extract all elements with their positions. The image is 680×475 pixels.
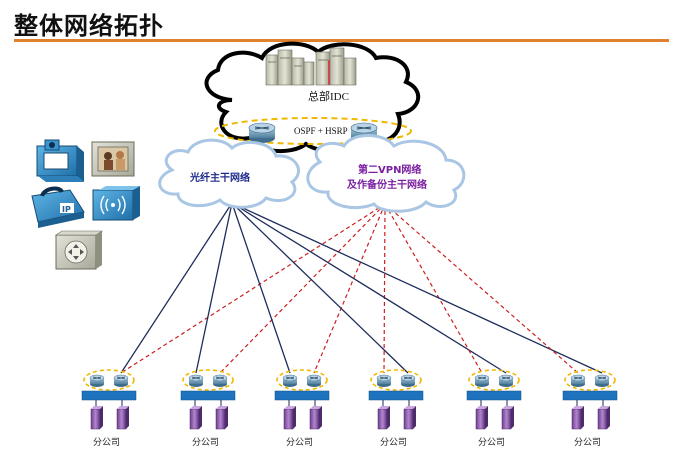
branch-server-right bbox=[403, 406, 416, 430]
branch-hsrp-ring bbox=[83, 369, 135, 391]
branch-router-left bbox=[89, 374, 105, 387]
vpn-backup-link bbox=[219, 203, 386, 374]
branch-office: 分公司 bbox=[562, 369, 618, 448]
voice-gateway-icon bbox=[55, 230, 103, 270]
branch-label: 分公司 bbox=[574, 437, 601, 448]
branch-offices: 分公司 分公司 分公司 分公司 分公司 分公司 bbox=[81, 369, 618, 448]
links-layer bbox=[120, 202, 603, 374]
wireless-access-point-icon bbox=[92, 186, 140, 221]
vpn-backup-link bbox=[120, 203, 386, 374]
branch-server-left bbox=[377, 406, 390, 430]
branch-office: 分公司 bbox=[81, 369, 137, 448]
svg-text:IP: IP bbox=[62, 205, 71, 214]
branch-router-left bbox=[474, 374, 490, 387]
branch-router-right bbox=[212, 374, 228, 387]
video-phone-icon bbox=[36, 139, 84, 182]
fiber-link bbox=[231, 202, 603, 374]
branch-router-right bbox=[400, 374, 416, 387]
branch-label: 分公司 bbox=[286, 437, 313, 448]
hsrp-redundancy-ring bbox=[214, 117, 412, 145]
branch-label: 分公司 bbox=[478, 437, 505, 448]
branch-router-right bbox=[594, 374, 610, 387]
branch-server-left bbox=[571, 406, 584, 430]
branch-switch bbox=[466, 390, 522, 401]
fiber-link bbox=[120, 202, 233, 374]
fiber-backbone-label: 光纤主干网络 bbox=[189, 171, 250, 184]
branch-switch bbox=[562, 390, 618, 401]
branch-switch bbox=[81, 390, 137, 401]
branch-router-left bbox=[188, 374, 204, 387]
branch-router-right bbox=[498, 374, 514, 387]
branch-router-left bbox=[376, 374, 392, 387]
hq-idc-label: 总部IDC bbox=[308, 89, 349, 103]
hq-server-cluster-left bbox=[265, 49, 315, 86]
branch-office: 分公司 bbox=[180, 369, 236, 448]
branch-server-left bbox=[90, 406, 103, 430]
branch-router-right bbox=[306, 374, 322, 387]
vpn-backup-cloud bbox=[306, 134, 466, 213]
branch-hsrp-ring bbox=[370, 369, 422, 391]
branch-switch bbox=[274, 390, 330, 401]
vpn-network-label-line1: 第二VPN网络 bbox=[358, 163, 421, 176]
vpn-backup-link bbox=[384, 203, 483, 374]
branch-label: 分公司 bbox=[192, 437, 219, 448]
branch-server-right bbox=[309, 406, 322, 430]
branch-hsrp-ring bbox=[276, 369, 328, 391]
branch-office: 分公司 bbox=[466, 369, 522, 448]
branch-label: 分公司 bbox=[93, 437, 120, 448]
title-divider bbox=[14, 39, 669, 42]
branch-server-right bbox=[215, 406, 228, 430]
branch-hsrp-ring bbox=[182, 369, 234, 391]
branch-switch bbox=[180, 390, 236, 401]
branch-server-right bbox=[116, 406, 129, 430]
branch-office: 分公司 bbox=[274, 369, 330, 448]
fiber-link bbox=[231, 202, 507, 374]
fiber-link bbox=[231, 202, 409, 374]
branch-server-left bbox=[283, 406, 296, 430]
hq-protocol-label: OSPF + HSRP bbox=[294, 126, 348, 136]
vpn-network-label-line2: 及作备份主干网络 bbox=[347, 178, 427, 191]
vpn-backup-link bbox=[383, 203, 386, 374]
branch-label: 分公司 bbox=[380, 437, 407, 448]
branch-router-left bbox=[282, 374, 298, 387]
fiber-link bbox=[195, 202, 233, 374]
branch-router-right bbox=[113, 374, 129, 387]
branch-server-left bbox=[189, 406, 202, 430]
page-title: 整体网络拓扑 bbox=[14, 12, 164, 40]
vpn-backup-link bbox=[384, 203, 579, 374]
branch-server-left bbox=[475, 406, 488, 430]
branch-switch bbox=[368, 390, 424, 401]
branch-hsrp-ring bbox=[468, 369, 520, 391]
fiber-link bbox=[231, 202, 291, 374]
video-conference-icon bbox=[91, 141, 135, 177]
branch-router-left bbox=[570, 374, 586, 387]
branch-server-right bbox=[597, 406, 610, 430]
branch-hsrp-ring bbox=[564, 369, 616, 391]
branch-server-right bbox=[501, 406, 514, 430]
fiber-backbone-cloud bbox=[158, 138, 300, 209]
ip-phone-icon: IP bbox=[31, 186, 85, 228]
hq-router-left bbox=[248, 122, 276, 143]
branch-office: 分公司 bbox=[368, 369, 424, 448]
hq-server-cluster-right bbox=[315, 47, 357, 86]
vpn-backup-link bbox=[313, 203, 386, 374]
